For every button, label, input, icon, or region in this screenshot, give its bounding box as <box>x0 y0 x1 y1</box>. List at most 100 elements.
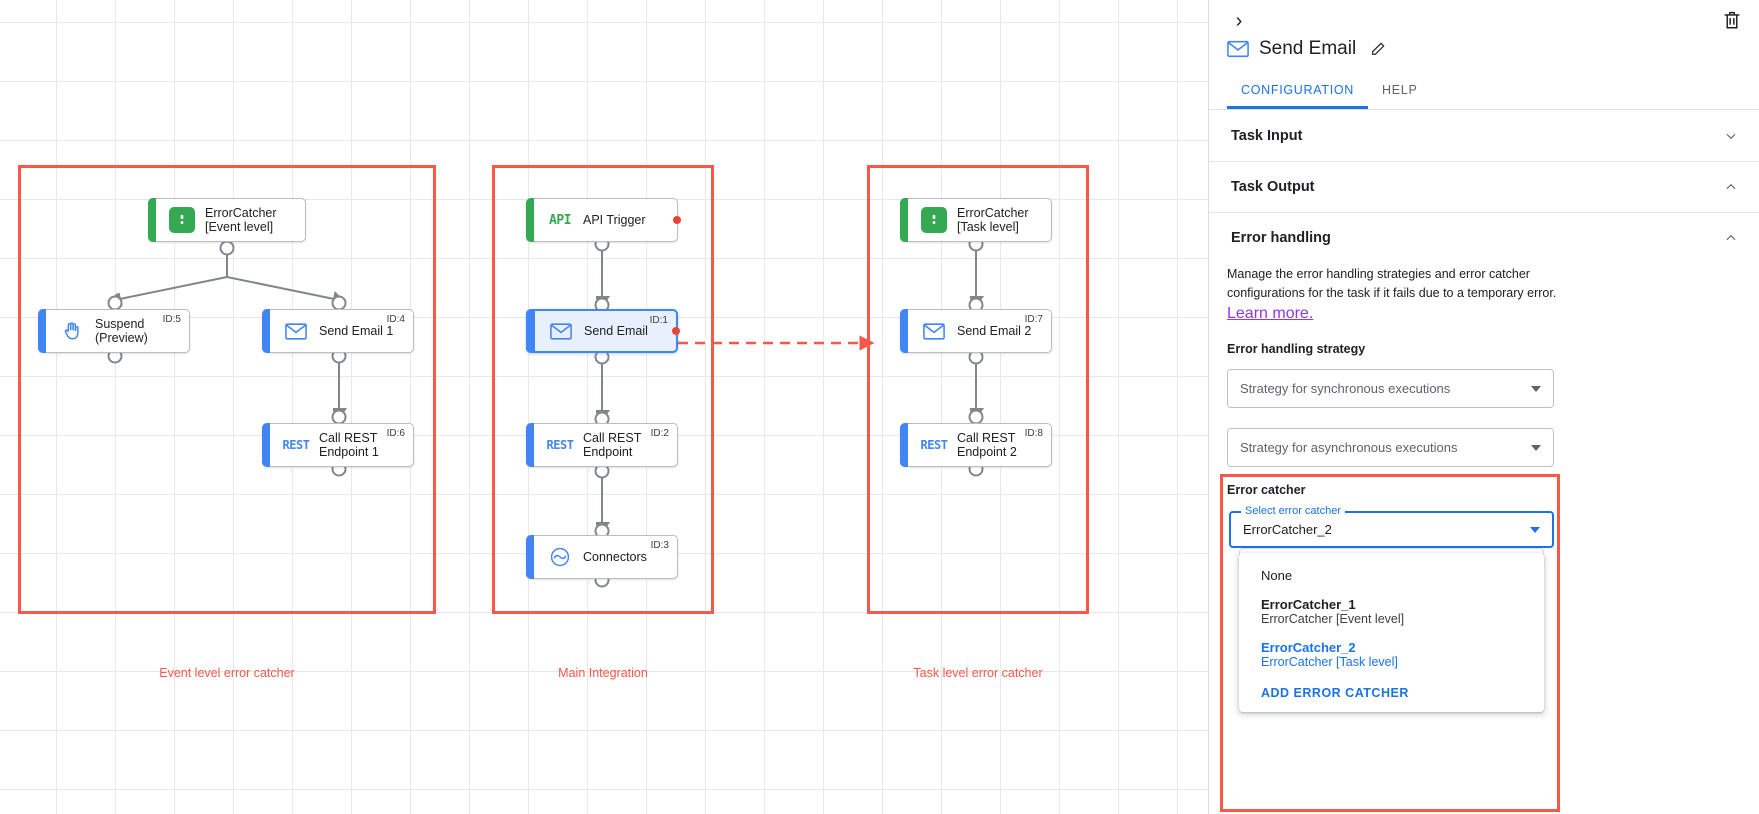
node-id-label: ID:7 <box>1024 314 1043 325</box>
node-api-trigger[interactable]: API API Trigger <box>526 198 681 242</box>
node-id-label: ID:3 <box>650 540 669 551</box>
select-error-catcher-dropdown[interactable]: Select error catcher ErrorCatcher_2 <box>1229 505 1554 548</box>
node-accent-stripe <box>900 423 908 467</box>
node-connectors[interactable]: Connectors ID:3 <box>526 535 678 579</box>
node-accent-stripe <box>526 309 535 353</box>
section-title: Task Output <box>1231 178 1315 195</box>
trash-icon[interactable] <box>1721 9 1743 31</box>
panel-title-row: Send Email <box>1227 38 1386 60</box>
section-title: Error handling <box>1231 229 1331 246</box>
rest-icon: REST <box>282 438 310 452</box>
learn-more-link[interactable]: Learn more. <box>1227 305 1314 322</box>
menu-item-secondary: ErrorCatcher [Event level] <box>1261 612 1405 626</box>
node-call-rest-endpoint-1[interactable]: REST Call REST Endpoint 1 ID:6 <box>262 423 414 467</box>
menu-item-errorcatcher-2[interactable]: ErrorCatcher_2 ErrorCatcher [Task level] <box>1239 633 1544 676</box>
mail-icon <box>1227 40 1249 58</box>
select-error-catcher-value: ErrorCatcher_2 <box>1243 522 1332 537</box>
async-strategy-select[interactable]: Strategy for asynchronous executions <box>1227 428 1554 467</box>
chevron-up-icon[interactable] <box>1724 231 1738 245</box>
menu-item-none[interactable]: None <box>1239 561 1544 590</box>
chevron-down-icon <box>1531 444 1541 451</box>
node-send-email-1[interactable]: Send Email 1 ID:4 <box>262 309 414 353</box>
add-error-catcher-button[interactable]: ADD ERROR CATCHER <box>1261 686 1409 700</box>
node-accent-stripe <box>526 198 534 242</box>
node-id-label: ID:6 <box>386 428 405 439</box>
group-box-task-level <box>867 165 1089 614</box>
node-label: Call REST Endpoint <box>583 431 642 459</box>
menu-item-primary: ErrorCatcher_2 <box>1261 640 1356 655</box>
error-catcher-dropdown-menu[interactable]: None ErrorCatcher_1 ErrorCatcher [Event … <box>1239 553 1544 712</box>
node-id-label: ID:2 <box>650 428 669 439</box>
chevron-up-icon[interactable] <box>1724 180 1738 194</box>
error-catcher-label: Error catcher <box>1227 483 1306 497</box>
node-accent-stripe <box>900 198 908 242</box>
node-label: Send Email 2 <box>957 324 1032 338</box>
page-title: Send Email <box>1259 38 1357 59</box>
tab-configuration[interactable]: CONFIGURATION <box>1227 78 1369 109</box>
async-strategy-value: Strategy for asynchronous executions <box>1240 440 1458 455</box>
node-label: API Trigger <box>583 213 646 227</box>
panel-header: › Send Email <box>1209 0 1759 78</box>
menu-item-primary: ErrorCatcher_1 <box>1261 597 1356 612</box>
chevron-right-icon[interactable]: › <box>1235 9 1243 32</box>
error-indicator-dot <box>673 216 681 224</box>
chevron-down-icon <box>1531 385 1541 392</box>
node-suspend-preview[interactable]: Suspend (Preview) ID:5 <box>38 309 190 353</box>
node-label: Connectors <box>583 550 647 564</box>
node-send-email[interactable]: Send Email ID:1 <box>526 309 680 353</box>
menu-item-secondary: ErrorCatcher [Task level] <box>1261 655 1398 669</box>
task-configuration-panel: › Send Email <box>1208 0 1759 814</box>
node-send-email-2[interactable]: Send Email 2 ID:7 <box>900 309 1052 353</box>
pencil-icon[interactable] <box>1370 41 1386 57</box>
sync-strategy-select[interactable]: Strategy for synchronous executions <box>1227 369 1554 408</box>
node-error-catcher-task-level[interactable]: ErrorCatcher [Task level] <box>900 198 1052 242</box>
node-call-rest-endpoint[interactable]: REST Call REST Endpoint ID:2 <box>526 423 678 467</box>
mail-icon <box>921 318 947 344</box>
node-accent-stripe <box>262 423 270 467</box>
sync-strategy-value: Strategy for synchronous executions <box>1240 381 1451 396</box>
node-accent-stripe <box>38 309 46 353</box>
api-icon: API <box>549 212 571 228</box>
panel-tabs: CONFIGURATION HELP <box>1209 78 1759 110</box>
select-error-catcher-float-label: Select error catcher <box>1241 505 1345 517</box>
node-label: Send Email 1 <box>319 324 394 338</box>
menu-item-errorcatcher-1[interactable]: ErrorCatcher_1 ErrorCatcher [Event level… <box>1239 590 1544 633</box>
error-indicator-dot <box>672 327 680 335</box>
node-id-label: ID:5 <box>162 314 181 325</box>
connectors-icon <box>547 544 573 570</box>
node-label: ErrorCatcher [Task level] <box>957 206 1029 234</box>
error-catcher-icon <box>921 207 947 233</box>
section-error-handling: Error handling <box>1209 212 1759 263</box>
node-accent-stripe <box>526 535 534 579</box>
node-label: Suspend (Preview) <box>95 317 148 345</box>
error-handling-description: Manage the error handling strategies and… <box>1227 267 1557 300</box>
suspend-hand-icon <box>59 318 85 344</box>
group-caption-main-integration: Main Integration <box>558 666 648 680</box>
error-catcher-icon <box>169 207 195 233</box>
node-id-label: ID:4 <box>386 314 405 325</box>
node-id-label: ID:1 <box>649 315 668 326</box>
section-title: Task Input <box>1231 127 1303 144</box>
node-label: Call REST Endpoint 2 <box>957 431 1017 459</box>
section-header-error-handling[interactable]: Error handling <box>1209 212 1759 263</box>
section-header-task-input[interactable]: Task Input <box>1209 110 1759 161</box>
node-error-catcher-event-level[interactable]: ErrorCatcher [Event level] <box>148 198 306 242</box>
workflow-canvas[interactable]: Event level error catcher Main Integrati… <box>0 0 1208 814</box>
tab-help[interactable]: HELP <box>1382 83 1418 97</box>
section-task-input: Task Input <box>1209 110 1759 162</box>
node-id-label: ID:8 <box>1024 428 1043 439</box>
node-accent-stripe <box>262 309 270 353</box>
section-task-output: Task Output <box>1209 161 1759 213</box>
mail-icon <box>283 318 309 344</box>
node-accent-stripe <box>526 423 534 467</box>
node-call-rest-endpoint-2[interactable]: REST Call REST Endpoint 2 ID:8 <box>900 423 1052 467</box>
mail-icon <box>548 318 574 344</box>
node-label: Call REST Endpoint 1 <box>319 431 379 459</box>
error-handling-strategy-label: Error handling strategy <box>1227 342 1366 356</box>
group-box-event-level <box>18 165 436 614</box>
menu-item-primary: None <box>1261 568 1293 583</box>
section-header-task-output[interactable]: Task Output <box>1209 161 1759 212</box>
node-label: Send Email <box>584 324 648 338</box>
chevron-down-icon[interactable] <box>1724 129 1738 143</box>
rest-icon: REST <box>546 438 574 452</box>
